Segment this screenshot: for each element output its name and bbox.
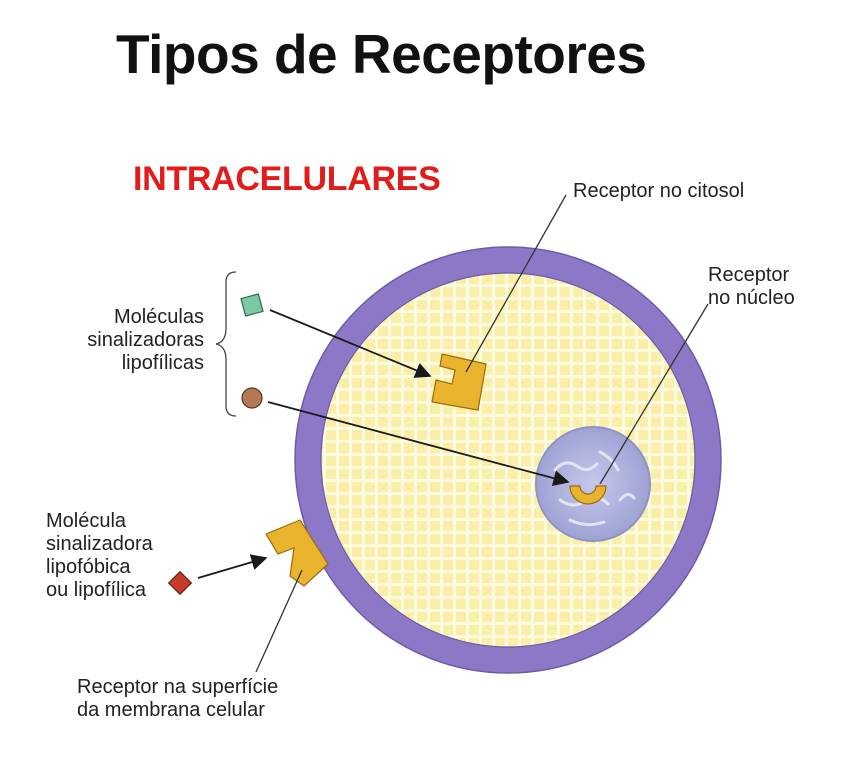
surface-receptor xyxy=(265,519,329,587)
leader-surface xyxy=(255,569,303,673)
label-lipophobic-line3: lipofóbica xyxy=(46,556,131,578)
label-lipophobic-line2: sinalizadora xyxy=(46,533,153,555)
label-lipophilic-line3: lipofílicas xyxy=(121,352,204,374)
lipophilic-molecule-square xyxy=(240,293,264,317)
cytosol-receptor xyxy=(431,353,487,411)
leader-cytosol xyxy=(465,194,567,373)
label-surface-line1: Receptor na superfície xyxy=(77,676,279,698)
leader-nucleus xyxy=(599,303,709,485)
label-nucleus-receptor-line1: Receptor xyxy=(708,264,790,286)
cell-membrane-outline xyxy=(294,246,722,674)
label-lipophobic-molecule: Molécula sinalizadora lipofóbica ou lipo… xyxy=(46,510,153,602)
label-lipophobic-line1: Molécula xyxy=(46,510,127,532)
lipophilic-molecule-circle xyxy=(241,387,263,409)
arrow-square-to-cytosol-receptor xyxy=(269,309,432,378)
page-title: Tipos de Receptores xyxy=(116,23,647,85)
label-lipophobic-line4: ou lipofílica xyxy=(46,579,147,601)
section-subtitle: INTRACELULARES xyxy=(133,160,441,198)
label-lipophilic-line2: sinalizadoras xyxy=(87,329,204,351)
label-nucleus-receptor: Receptor no núcleo xyxy=(708,264,795,310)
arrow-circle-to-nucleus xyxy=(267,401,570,487)
cell-membrane-inner-outline xyxy=(320,272,696,648)
nucleus xyxy=(535,426,651,542)
lipophobic-molecule xyxy=(167,570,193,596)
label-cytosol-receptor: Receptor no citosol xyxy=(573,180,745,202)
arrow-lipophobic-to-surface xyxy=(197,554,268,579)
label-lipophilic-molecules: Moléculas sinalizadoras lipofílicas xyxy=(72,306,204,375)
label-surface-receptor: Receptor na superfície da membrana celul… xyxy=(77,676,278,722)
nucleus-receptor xyxy=(569,485,607,505)
bracket xyxy=(215,271,237,417)
cell-membrane xyxy=(295,247,721,673)
label-nucleus-receptor-line2: no núcleo xyxy=(708,287,795,309)
label-surface-line2: da membrana celular xyxy=(77,699,265,721)
label-lipophilic-line1: Moléculas xyxy=(113,306,204,328)
